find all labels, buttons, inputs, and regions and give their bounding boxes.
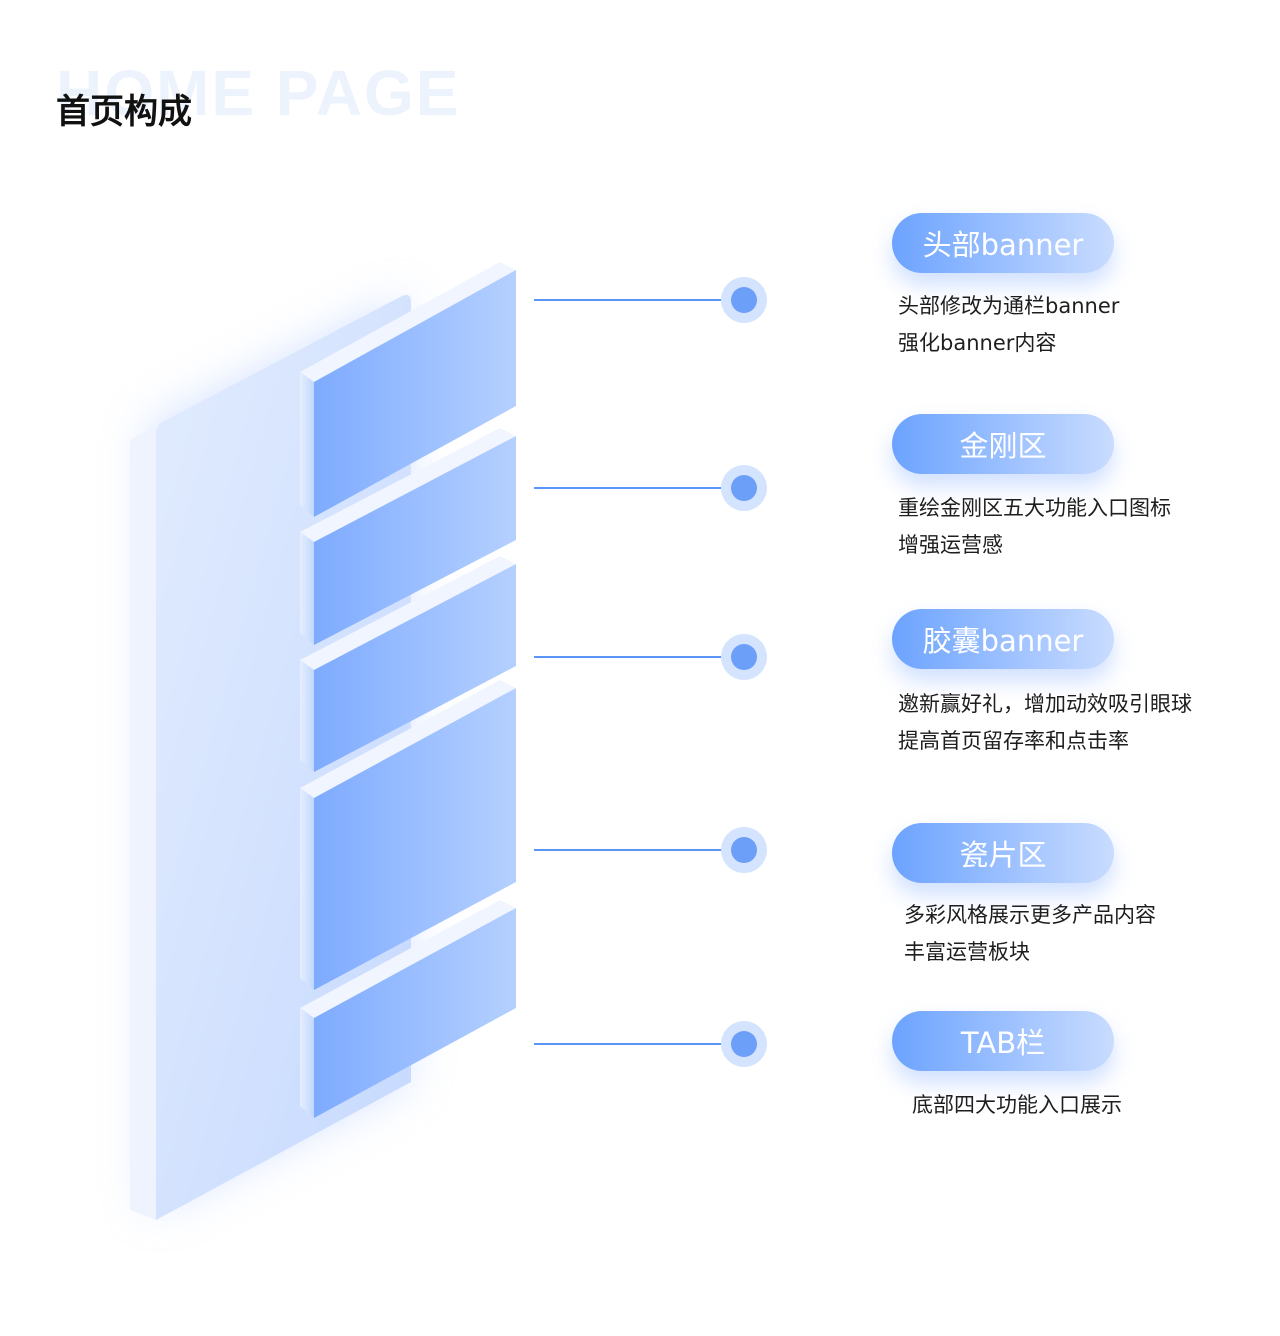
label-capsule-banner: 胶囊banner xyxy=(892,609,1114,669)
card-tile-area xyxy=(300,680,516,990)
card-capsule-banner xyxy=(300,556,516,772)
desc-line: 丰富运营板块 xyxy=(904,940,1030,964)
card-head-banner xyxy=(300,262,516,517)
label-tab-bar: TAB栏 xyxy=(892,1011,1114,1071)
desc-line: 增强运营感 xyxy=(898,533,1003,557)
desc-line: 多彩风格展示更多产品内容 xyxy=(904,903,1156,927)
desc-capsule-banner: 邀新赢好礼，增加动效吸引眼球 提高首页留存率和点击率 xyxy=(898,686,1192,760)
desc-kingkong: 重绘金刚区五大功能入口图标 增强运营感 xyxy=(898,490,1171,564)
desc-line: 强化banner内容 xyxy=(898,331,1057,355)
connector-3 xyxy=(534,634,767,680)
page-title: 首页构成 xyxy=(56,92,192,132)
label-head-banner: 头部banner xyxy=(892,213,1114,273)
card-tab-bar xyxy=(300,900,516,1118)
desc-line: 重绘金刚区五大功能入口图标 xyxy=(898,496,1171,520)
connector-1 xyxy=(534,277,767,323)
home-page-watermark: HOME PAGE xyxy=(56,57,461,129)
desc-line: 提高首页留存率和点击率 xyxy=(898,729,1129,753)
desc-head-banner: 头部修改为通栏banner 强化banner内容 xyxy=(898,288,1119,362)
desc-line: 头部修改为通栏banner xyxy=(898,294,1120,318)
desc-line: 底部四大功能入口展示 xyxy=(912,1093,1122,1117)
desc-line: 邀新赢好礼，增加动效吸引眼球 xyxy=(898,692,1192,716)
connector-5 xyxy=(534,1021,767,1067)
desc-tile-area: 多彩风格展示更多产品内容 丰富运营板块 xyxy=(904,897,1156,971)
label-kingkong: 金刚区 xyxy=(892,414,1114,474)
connector-4 xyxy=(534,827,767,873)
card-kingkong xyxy=(300,428,516,645)
connector-2 xyxy=(534,465,767,511)
desc-tab-bar: 底部四大功能入口展示 xyxy=(912,1087,1122,1124)
label-tile-area: 瓷片区 xyxy=(892,823,1114,883)
